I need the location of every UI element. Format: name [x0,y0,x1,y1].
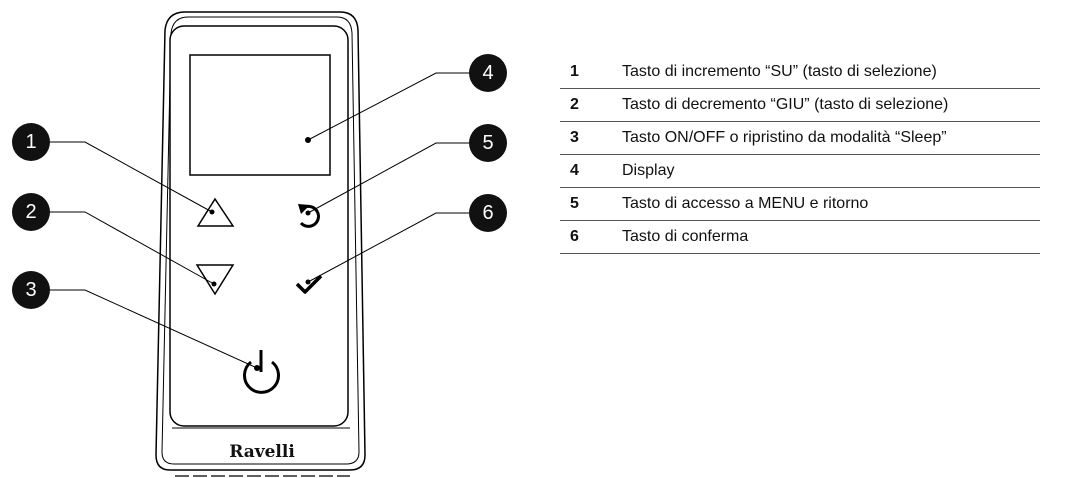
legend-row: 6 Tasto di conferma [560,221,1040,254]
callout-2: 2 [12,193,50,231]
display-screen [189,54,331,176]
power-button[interactable] [243,350,280,394]
legend-description: Tasto di conferma [622,228,749,245]
leader-lines [31,72,469,369]
remote-diagram: Ravelli 1 2 3 4 5 6 [12,11,507,477]
legend-number: 5 [570,195,579,212]
legend-number: 3 [570,129,579,146]
legend-description: Tasto di decremento “GIU” (tasto di sele… [622,96,949,113]
callout-3: 3 [12,271,50,309]
legend-number: 1 [570,63,579,80]
legend-row: 5 Tasto di accesso a MENU e ritorno [560,188,1040,221]
legend-description: Tasto di incremento “SU” (tasto di selez… [622,63,937,80]
confirm-button[interactable] [295,274,323,294]
checkmark-icon [295,274,323,294]
svg-text:6: 6 [482,202,493,224]
legend-description: Tasto ON/OFF o ripristino da modalità “S… [622,129,947,146]
triangle-up-icon [196,197,235,227]
legend-row: 1 Tasto di incremento “SU” (tasto di sel… [560,56,1040,89]
up-button[interactable] [196,197,235,227]
svg-text:2: 2 [25,201,36,223]
legend-number: 4 [570,162,579,179]
legend-row: 3 Tasto ON/OFF o ripristino da modalità … [560,122,1040,155]
callout-1: 1 [12,123,50,161]
callout-4: 4 [469,54,507,92]
return-arrow-icon [298,204,320,228]
menu-return-button[interactable] [298,204,320,228]
legend-description: Display [622,162,675,179]
brand-logo: Ravelli [229,442,295,462]
svg-text:3: 3 [25,279,36,301]
callout-5: 5 [469,124,507,162]
remote-shell-inner-outline [161,16,360,465]
legend-number: 2 [570,96,579,113]
legend-row: 2 Tasto di decremento “GIU” (tasto di se… [560,89,1040,122]
power-icon [243,350,280,394]
legend-table: 1 Tasto di incremento “SU” (tasto di sel… [560,56,1040,254]
callout-6: 6 [469,194,507,232]
svg-text:4: 4 [482,62,493,84]
legend-description: Tasto di accesso a MENU e ritorno [622,195,869,212]
svg-text:1: 1 [25,131,36,153]
legend-number: 6 [570,228,579,245]
leader-dots [209,137,311,371]
svg-text:5: 5 [482,132,493,154]
legend-row: 4 Display [560,155,1040,188]
